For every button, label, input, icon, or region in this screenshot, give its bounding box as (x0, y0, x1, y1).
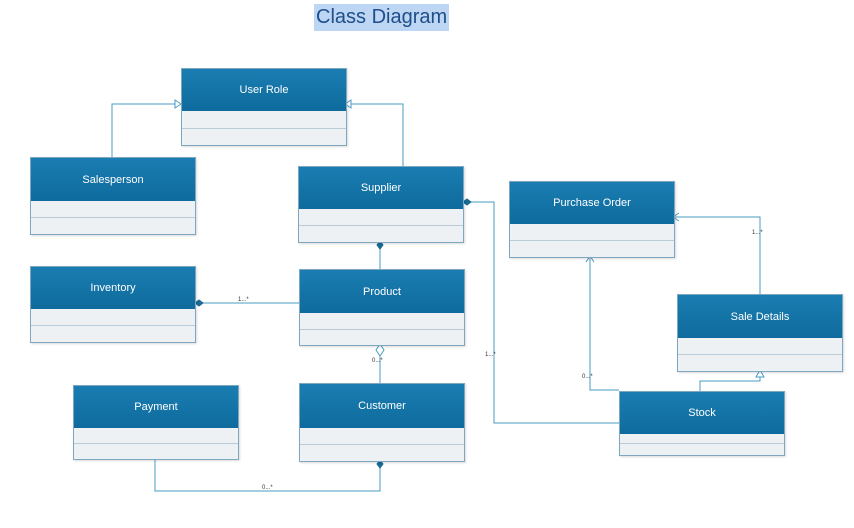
class-section-divider (510, 240, 674, 241)
aggregation-diamond (375, 343, 385, 357)
multiplicity-inventory-product: 1...* (238, 297, 249, 303)
class-section-divider (31, 325, 195, 326)
multiplicity-purchase-order-sale-details: 1...* (752, 230, 763, 236)
salesperson-user-role-link (111, 103, 181, 157)
class-customer-name: Customer (300, 384, 464, 428)
class-user-role[interactable]: User Role (181, 68, 347, 146)
class-section-divider (300, 329, 464, 330)
multiplicity-purchase-order-stock: 0...* (582, 374, 593, 380)
purchase-order-stock-link (589, 256, 619, 391)
composition-diamond (376, 240, 384, 250)
class-salesperson[interactable]: Salesperson (30, 157, 196, 235)
inheritance-arrowhead (344, 99, 352, 109)
class-sale-details[interactable]: Sale Details (677, 294, 843, 372)
composition-diamond (194, 299, 204, 307)
class-stock-name: Stock (620, 392, 784, 434)
supplier-stock-link (463, 201, 619, 424)
class-payment-name: Payment (74, 386, 238, 428)
class-product-name: Product (300, 270, 464, 313)
class-product[interactable]: Product (299, 269, 465, 346)
class-purchase-order-name: Purchase Order (510, 182, 674, 224)
payment-customer-link (154, 458, 381, 492)
class-section-divider (620, 443, 784, 444)
class-stock[interactable]: Stock (619, 391, 785, 456)
class-sale-details-name: Sale Details (678, 295, 842, 338)
inheritance-arrowhead (174, 99, 182, 109)
class-supplier[interactable]: Supplier (298, 166, 464, 243)
multiplicity-supplier-stock: 1...* (485, 352, 496, 358)
class-section-divider (31, 217, 195, 218)
sale-details-purchase-order-link (673, 216, 761, 294)
inheritance-arrowhead (755, 368, 765, 378)
multiplicity-payment-customer: 0...* (262, 485, 273, 491)
class-user-role-name: User Role (182, 69, 346, 111)
class-salesperson-name: Salesperson (31, 158, 195, 201)
diagram-title: Class Diagram (314, 4, 450, 31)
class-inventory[interactable]: Inventory (30, 266, 196, 343)
multiplicity-product-customer: 0...* (372, 358, 383, 364)
composition-diamond (376, 459, 384, 469)
stock-sale-details-link (699, 370, 761, 391)
class-section-divider (182, 128, 346, 129)
class-supplier-name: Supplier (299, 167, 463, 209)
composition-diamond (462, 198, 472, 206)
class-section-divider (300, 444, 464, 445)
supplier-user-role-link (345, 103, 404, 166)
class-section-divider (299, 225, 463, 226)
class-customer[interactable]: Customer (299, 383, 465, 462)
class-section-divider (74, 443, 238, 444)
class-payment[interactable]: Payment (73, 385, 239, 460)
class-inventory-name: Inventory (31, 267, 195, 309)
class-purchase-order[interactable]: Purchase Order (509, 181, 675, 258)
class-section-divider (678, 354, 842, 355)
